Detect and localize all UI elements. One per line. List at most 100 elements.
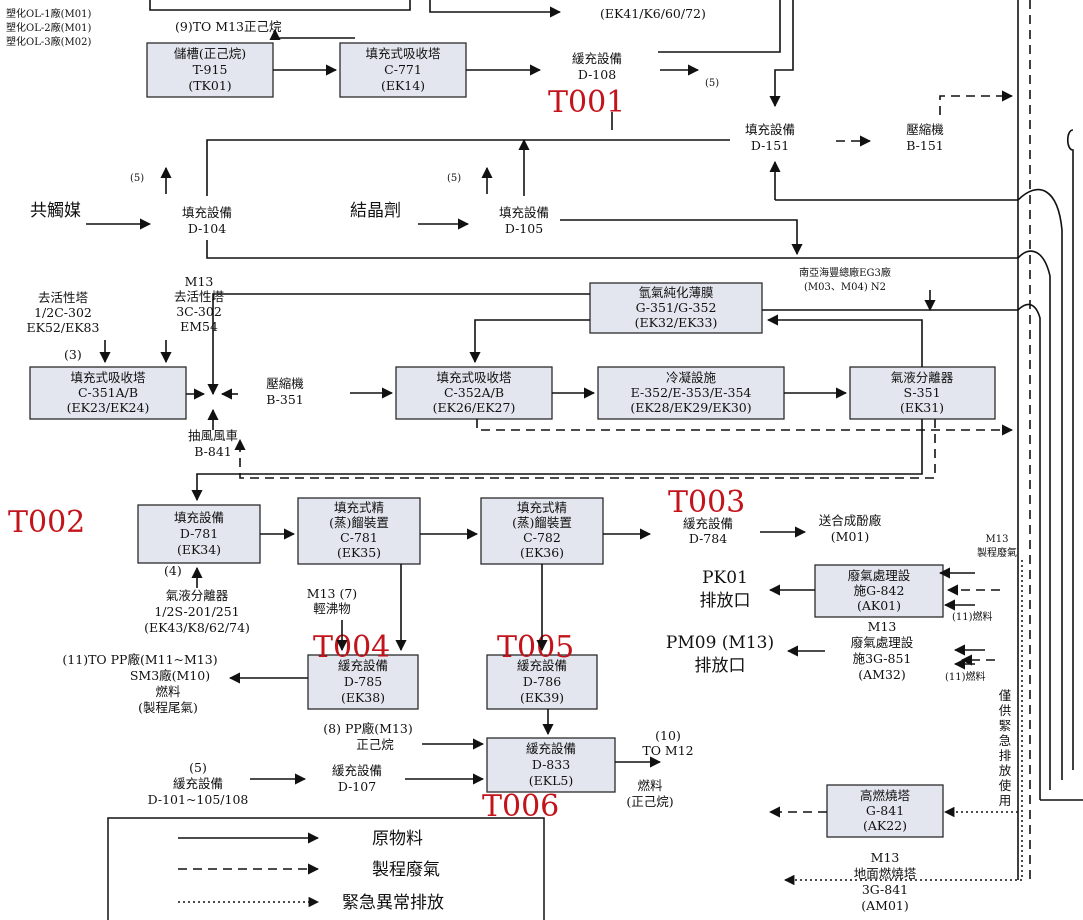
svg-text:填充設備: 填充設備 xyxy=(499,205,549,220)
svg-text:填充式吸收塔: 填充式吸收塔 xyxy=(365,46,441,61)
svg-text:排: 排 xyxy=(999,748,1012,763)
svg-text:D-781: D-781 xyxy=(180,526,218,541)
svg-text:1/2S-201/251: 1/2S-201/251 xyxy=(154,604,239,619)
svg-text:TO M12: TO M12 xyxy=(642,743,693,758)
svg-text:T-915: T-915 xyxy=(193,62,228,77)
svg-text:(蒸)餾裝置: (蒸)餾裝置 xyxy=(512,515,572,530)
svg-text:(EK35): (EK35) xyxy=(337,545,381,560)
svg-text:僅: 僅 xyxy=(999,688,1012,703)
label-d108: 緩充設備 D-108 xyxy=(572,51,622,82)
svg-text:M13: M13 xyxy=(871,850,900,865)
equip-c782: 填充式精 (蒸)餾裝置 C-782 (EK36) xyxy=(480,497,604,565)
svg-text:D-101~105/108: D-101~105/108 xyxy=(148,792,249,807)
svg-text:D-151: D-151 xyxy=(751,138,789,153)
svg-text:M13: M13 xyxy=(868,619,897,634)
svg-text:G-351/G-352: G-351/G-352 xyxy=(636,300,717,315)
equip-d781: 填充設備 D-781 (EK34) xyxy=(137,504,261,564)
svg-text:緩充設備: 緩充設備 xyxy=(517,658,567,673)
label-fuel-hexane: 燃料 (正己烷) xyxy=(626,778,673,809)
label-deact-m13: M13 去活性塔 3C-302 EM54 xyxy=(174,274,225,334)
svg-text:施3G-851: 施3G-851 xyxy=(853,651,912,666)
label-b841: 抽風風車 B-841 xyxy=(188,428,238,459)
svg-text:冷凝設施: 冷凝設施 xyxy=(666,370,717,385)
label-fuel-a: (11)燃料 xyxy=(952,610,993,623)
svg-text:C-352A/B: C-352A/B xyxy=(444,385,504,400)
svg-text:高燃燒塔: 高燃燒塔 xyxy=(860,788,911,803)
svg-text:(EK23/EK24): (EK23/EK24) xyxy=(67,400,150,415)
svg-text:填充式精: 填充式精 xyxy=(517,500,567,515)
svg-text:C-781: C-781 xyxy=(340,530,378,545)
svg-text:(10): (10) xyxy=(655,728,681,743)
tag-t002: T002 xyxy=(8,505,85,540)
svg-text:填充式吸收塔: 填充式吸收塔 xyxy=(436,370,512,385)
equip-c771: 填充式吸收塔 C-771 (EK14) xyxy=(339,42,467,98)
svg-text:(TK01): (TK01) xyxy=(188,78,231,93)
svg-text:使: 使 xyxy=(999,778,1012,793)
label-to-m12: (10) TO M12 xyxy=(642,728,693,758)
label-d784: 緩充設備 D-784 xyxy=(683,516,733,546)
svg-text:去活性塔: 去活性塔 xyxy=(174,289,225,304)
svg-text:(EK14): (EK14) xyxy=(381,78,425,93)
svg-text:排放口: 排放口 xyxy=(700,591,751,611)
svg-text:緩充設備: 緩充設備 xyxy=(332,763,382,778)
svg-text:(EK39): (EK39) xyxy=(520,690,564,705)
svg-text:(EK36): (EK36) xyxy=(520,545,564,560)
tag-t003: T003 xyxy=(668,485,745,520)
svg-text:C-351A/B: C-351A/B xyxy=(78,385,138,400)
label-pm09: PM09 (M13) 排放口 xyxy=(666,633,774,676)
svg-text:正己烷: 正己烷 xyxy=(356,737,394,752)
svg-text:製程廢氣: 製程廢氣 xyxy=(977,546,1017,559)
label-m13-waste: M13 製程廢氣 xyxy=(977,534,1017,559)
svg-text:地面燃燒塔: 地面燃燒塔 xyxy=(854,866,917,881)
label-to-m01: 送合成酚廠 (M01) xyxy=(819,513,882,544)
svg-text:儲槽(正己烷): 儲槽(正己烷) xyxy=(174,46,246,61)
equip-t915: 儲槽(正己烷) T-915 (TK01) xyxy=(146,42,274,98)
svg-text:D-107: D-107 xyxy=(338,779,376,794)
svg-text:G-841: G-841 xyxy=(866,803,904,818)
svg-text:排放口: 排放口 xyxy=(695,656,746,676)
label-source-plants: 塑化OL-1廠(M01) 塑化OL-2廠(M01) 塑化OL-3廠(M02) xyxy=(6,7,91,48)
svg-text:壓縮機: 壓縮機 xyxy=(906,122,944,137)
svg-text:D-785: D-785 xyxy=(344,674,382,689)
svg-text:塑化OL-3廠(M02): 塑化OL-3廠(M02) xyxy=(6,35,91,48)
svg-text:塑化OL-2廠(M01): 塑化OL-2廠(M01) xyxy=(6,21,91,34)
svg-text:(蒸)餾裝置: (蒸)餾裝置 xyxy=(329,515,389,530)
label-crystal: 結晶劑 xyxy=(350,201,401,221)
svg-text:送合成酚廠: 送合成酚廠 xyxy=(819,513,882,528)
svg-text:B-351: B-351 xyxy=(266,392,304,407)
label-deact-left: 去活性塔 1/2C-302 EK52/EK83 xyxy=(27,290,100,335)
svg-text:D-105: D-105 xyxy=(505,221,543,236)
svg-text:SM3廠(M10): SM3廠(M10) xyxy=(130,668,210,683)
equip-g842: 廢氣處理設 施G-842 (AK01) xyxy=(814,564,944,618)
label-d104: 填充設備 D-104 xyxy=(182,205,232,236)
svg-text:緊: 緊 xyxy=(999,718,1012,733)
svg-text:氣液分離器: 氣液分離器 xyxy=(891,370,954,385)
label-n5-a: (5) xyxy=(705,78,719,89)
svg-text:供: 供 xyxy=(999,703,1012,718)
label-d101: (5) 緩充設備 D-101~105/108 xyxy=(148,760,249,807)
svg-text:PM09 (M13): PM09 (M13) xyxy=(666,633,774,653)
label-to-m13: (9)TO M13正己烷 xyxy=(175,19,282,34)
svg-text:廢氣處理設: 廢氣處理設 xyxy=(851,635,914,650)
svg-text:EM54: EM54 xyxy=(180,319,218,334)
label-to-pp: (11)TO PP廠(M11~M13) SM3廠(M10) 燃料 (製程尾氣) xyxy=(62,652,217,715)
svg-text:S-351: S-351 xyxy=(903,385,940,400)
svg-text:1/2C-302: 1/2C-302 xyxy=(34,305,92,320)
svg-text:(EK28/EK29/EK30): (EK28/EK29/EK30) xyxy=(630,400,751,415)
equip-g351: 氫氣純化薄膜 G-351/G-352 (EK32/EK33) xyxy=(589,282,763,334)
svg-text:E-352/E-353/E-354: E-352/E-353/E-354 xyxy=(631,385,752,400)
svg-text:用: 用 xyxy=(999,793,1012,808)
label-n5-b: (5) xyxy=(130,173,144,184)
label-fuel-b: (11)燃料 xyxy=(945,670,986,683)
svg-text:填充式吸收塔: 填充式吸收塔 xyxy=(70,370,146,385)
svg-text:EK52/EK83: EK52/EK83 xyxy=(27,320,100,335)
svg-text:(AM32): (AM32) xyxy=(858,667,906,682)
svg-text:(EK34): (EK34) xyxy=(177,542,221,557)
label-pk01: PK01 排放口 xyxy=(700,568,751,611)
equip-e352: 冷凝設施 E-352/E-353/E-354 (EK28/EK29/EK30) xyxy=(597,366,785,420)
svg-text:急: 急 xyxy=(999,733,1012,748)
svg-text:放: 放 xyxy=(999,763,1012,778)
label-d105: 填充設備 D-105 xyxy=(499,205,549,236)
svg-text:南亞海豐總廠EG3廠: 南亞海豐總廠EG3廠 xyxy=(799,266,891,279)
